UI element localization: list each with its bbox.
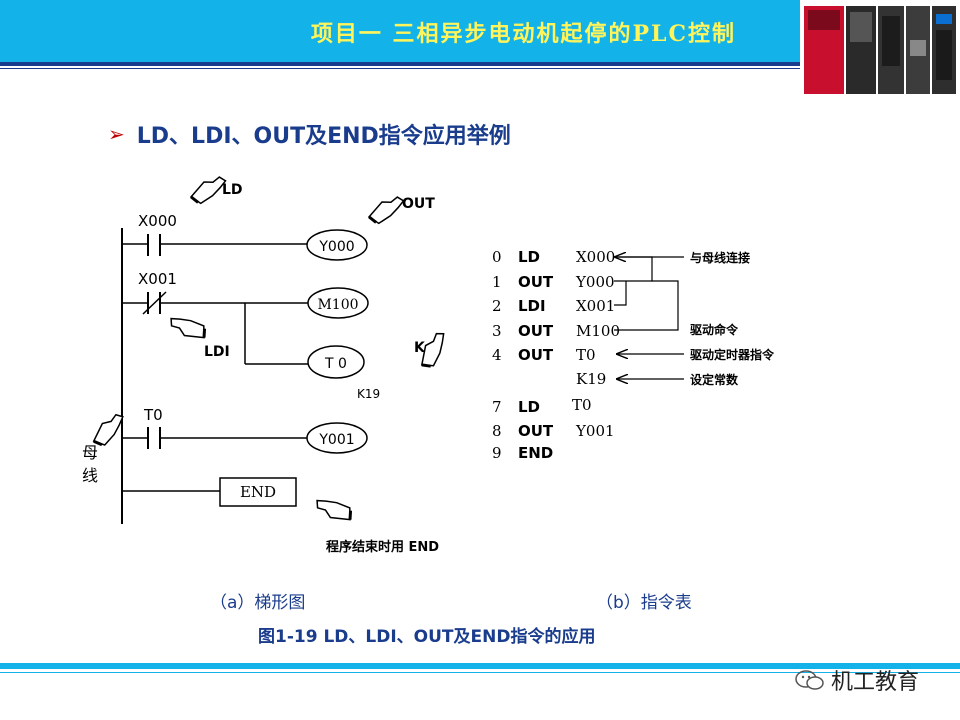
bracket-ld-out: [614, 256, 653, 282]
caption-instruction-list: （b）指令表: [596, 593, 692, 613]
coil-label-t0: T 0: [324, 356, 347, 372]
step-4: 4: [492, 346, 502, 364]
contact-x001-slash: [142, 291, 167, 315]
bus-label-top: 母: [82, 443, 98, 462]
pointer-label-k: K: [414, 340, 426, 356]
op-2: LDI: [518, 297, 546, 315]
bullet-arrow-icon: ➢: [108, 122, 125, 146]
pointing-hand-icon-ldi: [170, 317, 207, 339]
op-7: LD: [518, 398, 540, 416]
header-rule-thick: [0, 62, 800, 66]
note-timer: 驱动定时器指令: [690, 347, 775, 362]
coil-label-y000: Y000: [318, 239, 354, 255]
step-1: 1: [492, 273, 502, 291]
coil-y001: [306, 422, 368, 454]
end-box: [219, 477, 297, 507]
note-const: 设定常数: [690, 372, 739, 387]
note-bus: 与母线连接: [690, 250, 750, 265]
caption-ladder: （a）梯形图: [210, 593, 306, 613]
operand-7: T0: [572, 396, 592, 414]
op-3: OUT: [518, 322, 554, 340]
step-3: 3: [492, 322, 502, 340]
contact-label-x000: X000: [138, 212, 177, 230]
op-4: OUT: [518, 346, 554, 364]
bus-label-bottom: 线: [82, 466, 98, 485]
operand-0: X000: [576, 248, 615, 266]
coil-m100: [307, 287, 369, 319]
operand-5: K19: [576, 370, 606, 388]
header-bar: 项目一 三相异步电动机起停的PLC控制: [0, 0, 800, 62]
figure-caption: 图1-19 LD、LDI、OUT及END指令的应用: [258, 627, 596, 647]
watermark: 机工教育: [795, 664, 919, 696]
footer-rule: [0, 672, 960, 673]
operand-4: T0: [576, 346, 596, 364]
step-8: 8: [492, 422, 502, 440]
coil-label-y001: Y001: [318, 432, 354, 448]
pointing-hand-icon-k: [420, 332, 445, 368]
end-box-label: END: [240, 483, 276, 501]
op-0: LD: [518, 248, 540, 266]
pointing-hand-icon-out: [367, 196, 405, 225]
operand-1: Y000: [575, 273, 615, 291]
plc-device-image: [800, 0, 960, 100]
pointer-label-out: OUT: [402, 196, 435, 212]
pointing-hand-icon-bus: [92, 413, 124, 447]
operand-3: M100: [576, 322, 620, 340]
note-drive: 驱动命令: [690, 322, 739, 337]
bracket-out-out: [614, 280, 679, 331]
k-value-label: K19: [357, 387, 380, 401]
coil-y000: [306, 229, 368, 261]
op-1: OUT: [518, 273, 554, 291]
watermark-text: 机工教育: [831, 670, 920, 695]
wechat-icon: [795, 670, 824, 690]
op-8: OUT: [518, 422, 554, 440]
coil-t0: [307, 345, 365, 379]
pointer-label-ldi: LDI: [204, 344, 230, 360]
operand-2: X001: [576, 297, 615, 315]
step-7: 7: [492, 398, 502, 416]
contact-label-x001: X001: [138, 270, 177, 288]
pointing-hand-icon-ld: [189, 176, 227, 205]
section-heading: ➢ LD、LDI、OUT及END指令应用举例: [108, 118, 511, 150]
contact-label-t0: T0: [143, 406, 163, 424]
step-2: 2: [492, 297, 502, 315]
footer-bar: [0, 663, 960, 669]
coil-label-m100: M100: [317, 297, 358, 313]
operand-8: Y001: [575, 422, 615, 440]
op-9: END: [518, 444, 553, 462]
bracket-ldi-out: [614, 281, 627, 306]
pointer-label-ld: LD: [222, 182, 243, 198]
header-title: 项目一 三相异步电动机起停的PLC控制: [310, 21, 736, 47]
step-0: 0: [492, 248, 502, 266]
instruction-list: 0 LD X000 1 OUT Y000 2 LDI X001 3 OUT M1…: [492, 248, 620, 462]
section-heading-text: LD、LDI、OUT及END指令应用举例: [136, 124, 511, 149]
step-9: 9: [492, 444, 502, 462]
pointing-hand-icon-end: [316, 499, 353, 521]
header-rule-thin: [0, 68, 800, 69]
end-note: 程序结束时用 END: [326, 539, 439, 555]
